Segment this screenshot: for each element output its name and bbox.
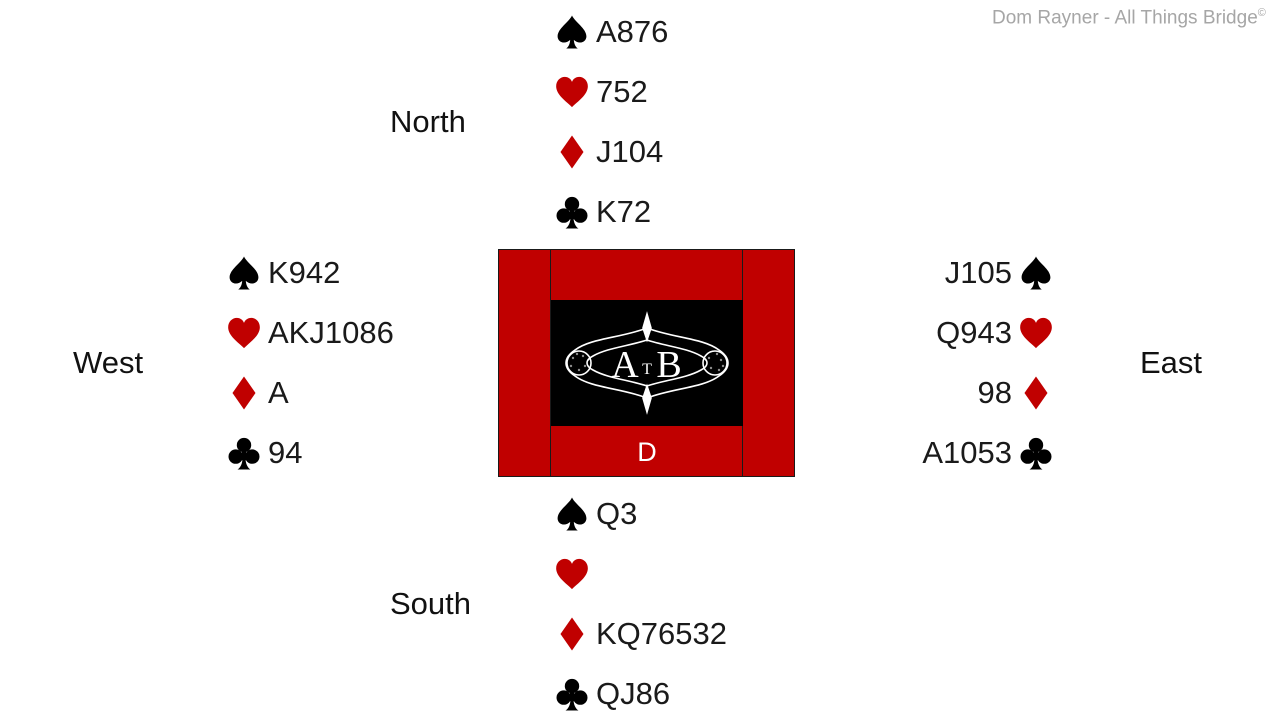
diamond-icon [1018, 375, 1054, 411]
south-clubs-row: QJ86 [554, 674, 774, 714]
diamond-icon [226, 375, 262, 411]
south-spades-row: Q3 [554, 494, 774, 534]
west-spades: K942 [268, 255, 341, 290]
south-hearts-row [554, 554, 774, 594]
copyright-mark: © [1257, 7, 1266, 19]
north-spades: A876 [596, 14, 669, 49]
club-icon [1018, 435, 1054, 471]
heart-icon [226, 315, 262, 351]
east-spades: J105 [944, 255, 1012, 290]
east-diamonds: 98 [977, 375, 1012, 410]
north-spades-row: A876 [554, 12, 774, 52]
heart-icon [554, 74, 590, 110]
club-icon [554, 676, 590, 712]
east-diamonds-row: 98 [834, 373, 1054, 413]
east-hearts-row: Q943 [834, 313, 1054, 353]
east-clubs: A1053 [922, 435, 1012, 470]
west-hearts-row: AKJ1086 [226, 313, 446, 353]
north-clubs-row: K72 [554, 192, 774, 232]
bridge-table: A T B D [498, 249, 795, 477]
svg-text:B: B [656, 344, 681, 386]
atb-logo: A T B [551, 300, 743, 426]
spade-icon [554, 496, 590, 532]
club-icon [226, 435, 262, 471]
west-diamonds-row: A [226, 373, 446, 413]
south-label: South [390, 586, 472, 621]
club-icon [554, 194, 590, 230]
west-diamonds: A [268, 375, 289, 410]
west-label: West [73, 345, 144, 380]
south-diamonds-row: KQ76532 [554, 614, 774, 654]
east-spades-row: J105 [834, 253, 1054, 293]
heart-icon [554, 556, 590, 592]
north-hearts-row: 752 [554, 72, 774, 112]
dealer-marker: D [637, 437, 657, 467]
west-hearts: AKJ1086 [268, 315, 394, 350]
east-clubs-row: A1053 [834, 433, 1054, 473]
table-divider-left [550, 250, 551, 476]
north-hearts: 752 [596, 74, 648, 109]
west-clubs-row: 94 [226, 433, 446, 473]
spade-icon [1018, 255, 1054, 291]
west-spades-row: K942 [226, 253, 446, 293]
north-diamonds: J104 [596, 134, 664, 169]
north-diamonds-row: J104 [554, 132, 774, 172]
spade-icon [226, 255, 262, 291]
diamond-icon [554, 134, 590, 170]
north-clubs: K72 [596, 194, 652, 229]
heart-icon [1018, 315, 1054, 351]
credit-text: Dom Rayner - All Things Bridge [992, 7, 1258, 29]
spade-icon [554, 14, 590, 50]
south-spades: Q3 [596, 496, 638, 531]
east-hearts: Q943 [936, 315, 1012, 350]
diamond-icon [554, 616, 590, 652]
east-label: East [1140, 345, 1203, 380]
west-clubs: 94 [268, 435, 303, 470]
svg-text:A: A [611, 344, 639, 386]
north-label: North [390, 104, 466, 139]
south-clubs: QJ86 [596, 676, 671, 711]
svg-text:T: T [642, 361, 652, 378]
south-diamonds: KQ76532 [596, 616, 727, 651]
copyright-credit: Dom Rayner - All Things Bridge© [992, 7, 1266, 29]
